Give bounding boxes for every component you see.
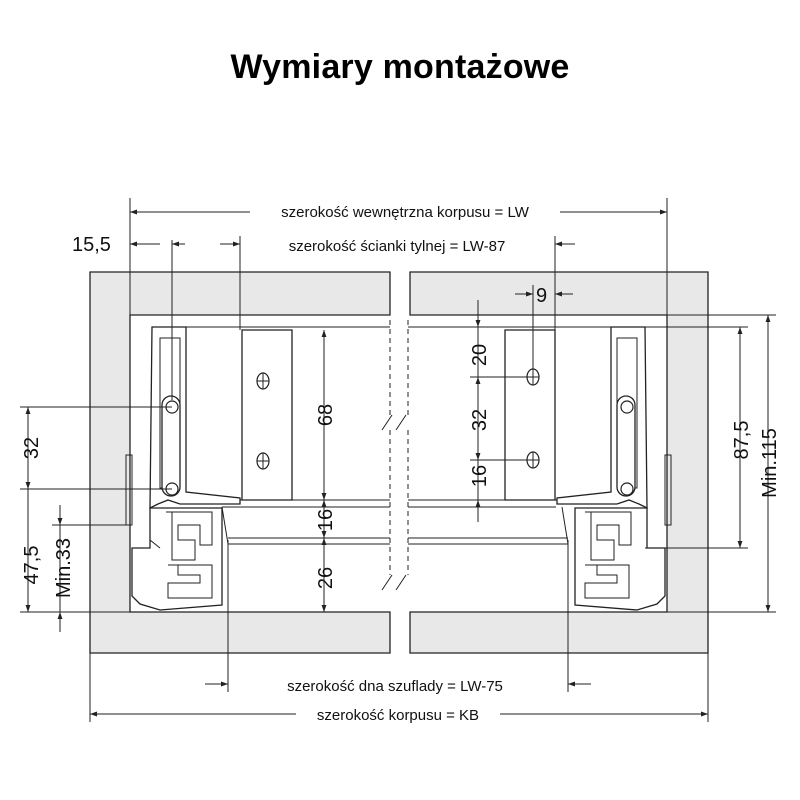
dim-87-5: 87,5 (645, 326, 753, 549)
label-inner-width: szerokość wewnętrzna korpusu = LW (281, 204, 530, 221)
dim-text-32-right: 32 (469, 409, 491, 431)
dim-min115: Min.115 (667, 314, 781, 613)
dim-text-15-5: 15,5 (72, 234, 111, 256)
dim-text-9: 9 (536, 285, 547, 307)
dim-bottom-width: szerokość dna szuflady = LW-75 (205, 540, 591, 695)
runner-profile-left (125, 326, 241, 611)
dim-text-min33: Min.33 (53, 538, 75, 598)
page-title: Wymiary montażowe (230, 48, 570, 86)
break-marks (381, 320, 409, 591)
screw-holes (256, 368, 540, 470)
dim-text-68: 68 (315, 404, 337, 426)
runner-profile-right (556, 326, 672, 611)
label-bottom-width: szerokość dna szuflady = LW-75 (287, 678, 503, 695)
dim-47-5: 47,5 (20, 489, 130, 613)
dim-9: 9 (515, 285, 573, 370)
dim-center-chain: 68 16 26 (315, 330, 337, 612)
dim-inner-width: szerokość wewnętrzna korpusu = LW (129, 198, 668, 315)
dim-text-87-5: 87,5 (731, 421, 753, 460)
dim-32-left: 32 (20, 406, 172, 490)
dim-body-width: szerokość korpusu = KB (89, 653, 709, 724)
label-back-width: szerokość ścianki tylnej = LW-87 (289, 238, 506, 255)
back-panel (152, 326, 645, 501)
label-body-width: szerokość korpusu = KB (317, 707, 479, 724)
dim-right-chain: 20 32 16 (469, 300, 533, 522)
dim-text-16-center: 16 (315, 509, 337, 531)
dim-text-47-5: 47,5 (21, 546, 43, 585)
dim-text-20: 20 (469, 344, 491, 366)
cabinet-right-half (409, 271, 709, 654)
dim-text-26: 26 (315, 567, 337, 589)
hole-left-bottom (256, 452, 270, 470)
dim-min33: Min.33 (52, 505, 130, 632)
dim-text-16-right: 16 (469, 465, 491, 487)
dim-text-32-left: 32 (21, 437, 43, 459)
dim-text-min115: Min.115 (759, 428, 781, 498)
drawer-bottom (221, 499, 569, 545)
dim-15-5: 15,5 (72, 234, 185, 400)
hole-left-top (256, 372, 270, 390)
